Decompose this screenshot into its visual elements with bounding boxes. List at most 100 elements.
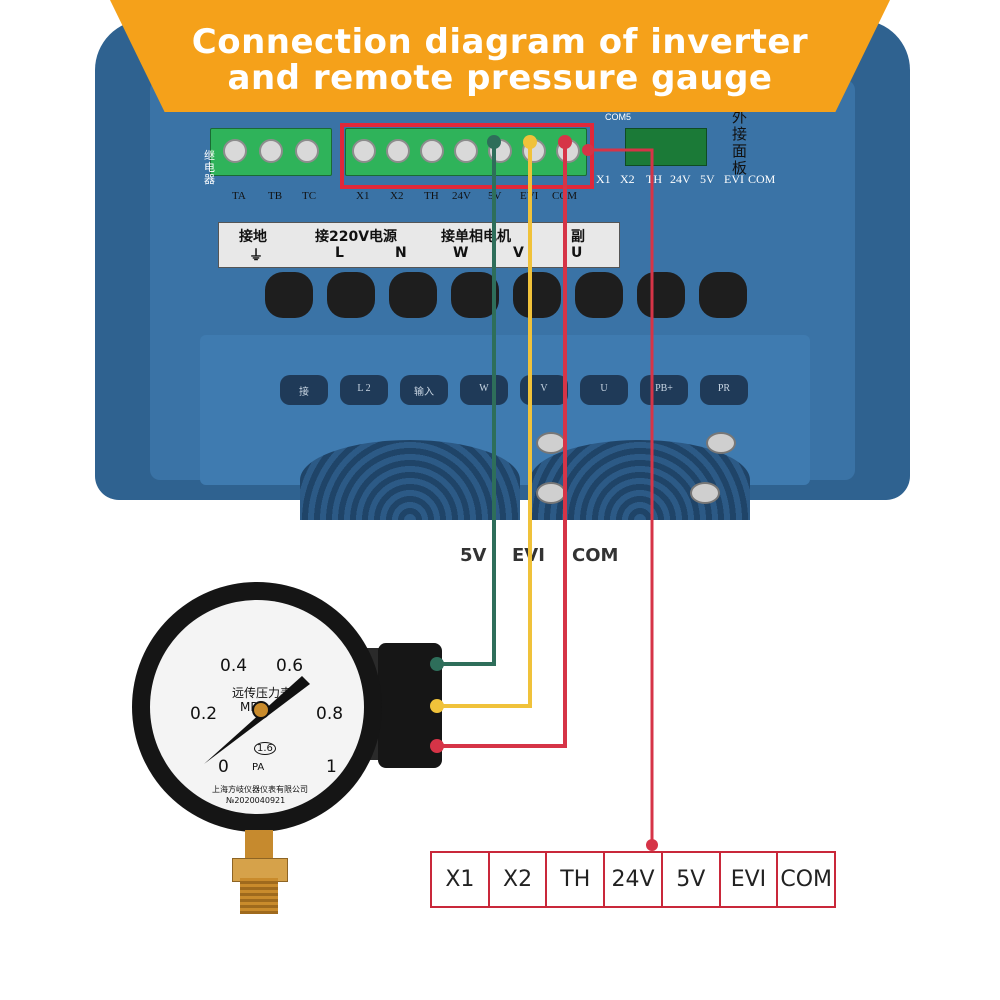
- pcb-label: 5V: [700, 172, 715, 186]
- terminal-label: 24V: [452, 190, 471, 202]
- vent: L 2: [340, 375, 388, 405]
- vent: PR: [700, 375, 748, 405]
- wire-5v: [437, 142, 496, 666]
- gauge-pin-com: [430, 739, 444, 753]
- cable-slot: [451, 272, 499, 318]
- terminal-screw: [223, 139, 247, 163]
- power-letter: L: [335, 245, 344, 261]
- wire-label-com: COM: [572, 545, 619, 566]
- terminal-cell-evi: EVI: [721, 853, 779, 906]
- gauge-class: 1.6: [254, 742, 276, 755]
- title-line-2: and remote pressure gauge: [227, 58, 773, 98]
- terminal-cell-24v: 24V: [605, 853, 663, 906]
- vent: PB+: [640, 375, 688, 405]
- header-label: COM5: [605, 112, 632, 122]
- wire-label-5v: 5V: [460, 545, 487, 566]
- power-letter: V: [513, 245, 524, 261]
- cable-slot: [637, 272, 685, 318]
- power-letter: U: [571, 245, 583, 261]
- terminal-screw: [352, 139, 376, 163]
- title-banner: Connection diagram of inverter and remot…: [110, 0, 890, 112]
- vent-label: PR: [717, 383, 731, 394]
- pcb-label: 24V: [670, 172, 691, 186]
- gauge-pin-evi: [430, 699, 444, 713]
- cooling-fan-left: [300, 440, 520, 520]
- gauge-pin-5v: [430, 657, 444, 671]
- ground-symbol: ⏚: [249, 248, 263, 264]
- gauge-scale: 0.8: [316, 704, 344, 724]
- pcb-label: EVI: [724, 172, 744, 186]
- pcb-relay-text: 继电器: [204, 150, 215, 186]
- pressure-gauge: 0 0.2 0.4 0.6 0.8 1 远传压力表 MPa 1.6 PA 上海方…: [132, 582, 382, 832]
- vent-label: PB+: [655, 383, 673, 394]
- cable-slot: [327, 272, 375, 318]
- vent-label: 接: [299, 387, 309, 398]
- gauge-scale: 1: [326, 757, 337, 777]
- vent: W: [460, 375, 508, 405]
- terminal-label: TH: [424, 190, 439, 202]
- mount-bolt: [690, 482, 720, 504]
- relay-terminal-block: [210, 128, 332, 176]
- gauge-thread: [240, 878, 278, 914]
- gauge-scale: 0.2: [190, 704, 218, 724]
- vent-label: W: [479, 383, 489, 394]
- gauge-needle: [204, 676, 310, 764]
- cable-slot: [699, 272, 747, 318]
- gauge-serial: №2020040921: [226, 796, 286, 805]
- external-panel-text: 外接面板: [732, 110, 748, 177]
- reference-dot-end: [646, 839, 658, 851]
- terminal-label: TB: [268, 190, 283, 202]
- power-label: 接220V电源: [315, 229, 398, 245]
- terminal-screw: [386, 139, 410, 163]
- terminal-cell-x1: X1: [432, 853, 490, 906]
- terminal-cell-5v: 5V: [663, 853, 721, 906]
- terminal-label: X2: [390, 190, 404, 202]
- terminal-dot-evi: [523, 135, 537, 149]
- cable-slot: [513, 272, 561, 318]
- gauge-title: 远传压力表: [232, 686, 293, 700]
- vent-label: U: [600, 383, 608, 394]
- terminal-dot-com: [558, 135, 572, 149]
- ground-label: 接地: [239, 229, 267, 245]
- vent-label: 输入: [414, 387, 434, 398]
- terminal-cell-th: TH: [547, 853, 606, 906]
- pcb-label: X1: [596, 172, 611, 186]
- terminal-screw: [295, 139, 319, 163]
- cable-slot: [575, 272, 623, 318]
- gauge-scale: 0.6: [276, 656, 304, 676]
- terminal-screw: [454, 139, 478, 163]
- power-letter: N: [395, 245, 407, 261]
- cable-slot: [389, 272, 437, 318]
- pcb-label: COM: [748, 172, 776, 186]
- gauge-cert-mark: PA: [252, 762, 265, 773]
- terminal-cell-com: COM: [780, 867, 832, 892]
- terminal-label: X1: [356, 190, 370, 202]
- wire-reference: [588, 148, 654, 845]
- pin-header: [625, 128, 707, 166]
- terminal-screw: [420, 139, 444, 163]
- vent: U: [580, 375, 628, 405]
- terminal-dot-5v: [487, 135, 501, 149]
- aux-label: 副: [571, 229, 585, 245]
- mount-bolt: [706, 432, 736, 454]
- power-label-panel: 接地 接220V电源 接单相电机 副 ⏚ L N W V U: [218, 222, 620, 268]
- pcb-label: TH: [646, 172, 662, 186]
- vent-label: V: [540, 383, 548, 394]
- terminal-screw: [259, 139, 283, 163]
- terminal-label: TA: [232, 190, 246, 202]
- vent-label: L 2: [357, 383, 371, 394]
- terminal-label: TC: [302, 190, 317, 202]
- vent: 接: [280, 375, 328, 405]
- gauge-maker: 上海方岐仪器仪表有限公司: [212, 785, 308, 794]
- terminal-label-table: X1 X2 TH 24V 5V EVI COM: [430, 851, 836, 908]
- vent: 输入: [400, 375, 448, 405]
- cable-slot: [265, 272, 313, 318]
- reference-dot-start: [582, 144, 594, 156]
- wire-com: [437, 142, 567, 748]
- gauge-scale: 0.4: [220, 656, 248, 676]
- wire-evi: [437, 142, 532, 708]
- power-letter: W: [453, 245, 469, 261]
- terminal-highlight-box: [340, 123, 594, 189]
- terminal-cell-x2: X2: [490, 853, 548, 906]
